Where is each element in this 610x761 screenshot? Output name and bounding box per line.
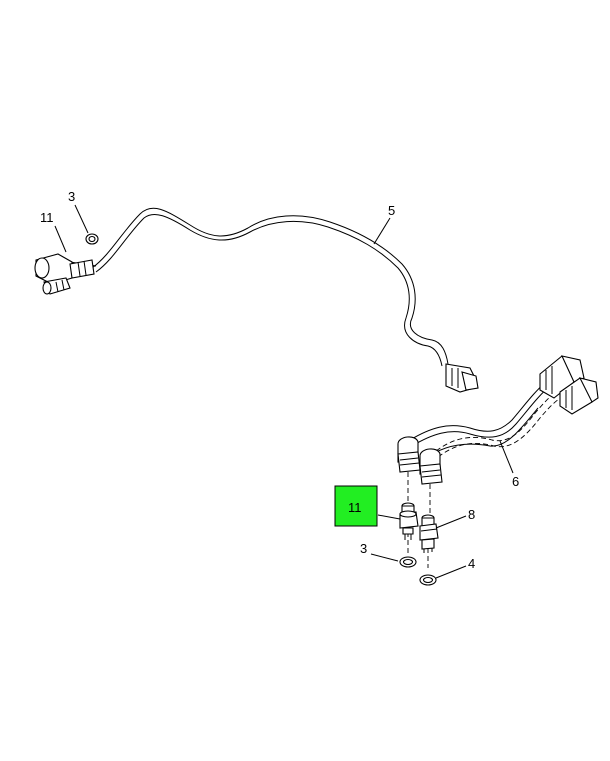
callout-3-top[interactable]: 3 — [68, 189, 75, 204]
callout-11-highlight[interactable]: 11 — [348, 500, 362, 515]
sensor-8 — [419, 514, 439, 553]
washer-3-top — [85, 233, 99, 245]
callout-11-top[interactable]: 11 — [40, 210, 54, 225]
callout-8[interactable]: 8 — [468, 507, 475, 522]
connector-6-lower — [559, 377, 599, 415]
callout-5[interactable]: 5 — [388, 203, 395, 218]
connector-boot-right — [419, 448, 443, 485]
callout-4[interactable]: 4 — [468, 556, 475, 571]
sensor-11-top — [34, 253, 97, 295]
washer-4 — [419, 574, 437, 586]
harness-5 — [91, 207, 449, 367]
connector-boot-left — [397, 436, 421, 473]
connector-5 — [445, 363, 479, 393]
washer-3-bottom — [399, 556, 417, 568]
leader-lines — [54, 204, 514, 579]
callout-3-bottom[interactable]: 3 — [360, 541, 367, 556]
connector-6-upper — [539, 355, 585, 399]
callout-highlight-box[interactable] — [334, 485, 378, 527]
callout-6[interactable]: 6 — [512, 474, 519, 489]
sensor-11-bottom — [399, 502, 419, 540]
